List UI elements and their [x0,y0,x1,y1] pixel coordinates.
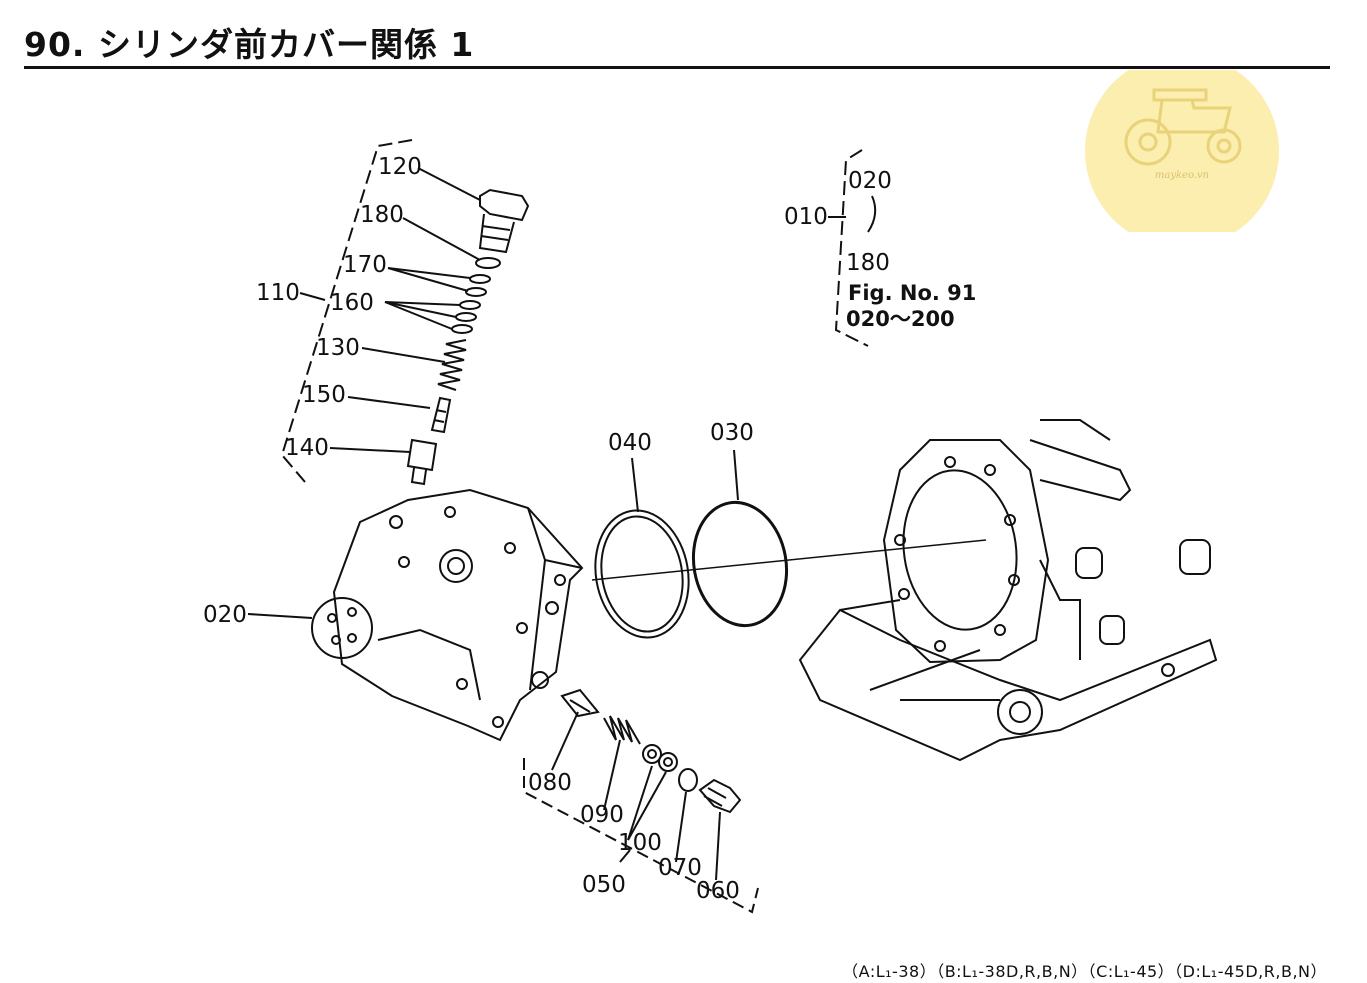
leader-090 [603,739,621,811]
fig-range: 020～200 [846,307,955,331]
leader-030 [733,449,739,501]
group-050-bracket [523,758,759,914]
label-140: 140 [285,435,329,461]
front-cover-020 [311,488,584,742]
leader-110 [299,292,326,301]
label-100: 100 [618,830,662,856]
center-line [591,539,987,581]
label-030: 030 [710,420,754,446]
oring-040 [594,509,690,639]
oring-030 [691,500,789,628]
leader-180 [402,217,481,261]
assembly-first: 020 [848,168,892,194]
leader-020 [247,613,313,619]
washer-100a [642,744,662,764]
model-applicability-footer: （A:L₁-38）（B:L₁-38D,R,B,N）（C:L₁-45）（D:L₁-… [842,962,1327,981]
label-170: 170 [343,252,387,278]
label-150: 150 [302,382,346,408]
leader-100 [627,765,653,841]
assembly-parent: 010 [784,204,828,230]
cylinder-housing [798,419,1218,762]
oring-180 [475,257,501,269]
spring-130 [437,339,467,391]
leader-040 [631,457,639,513]
check-valve-080 [560,688,600,718]
label-110: 110 [256,280,300,306]
leader-070 [675,791,687,863]
label-050: 050 [582,872,626,898]
label-130: 130 [316,335,360,361]
leader-080 [551,711,579,771]
assembly-bracket [834,149,869,347]
label-080: 080 [528,770,572,796]
ring-160b [455,312,477,322]
leader-150 [347,396,431,409]
label-090: 090 [580,802,624,828]
fig-ref: Fig. No. 91 [848,281,976,305]
ring-170b [465,287,487,297]
leader-170 [387,267,471,279]
plug-060 [698,778,742,814]
leader-140 [329,447,411,453]
tractor-icon [1124,88,1242,166]
label-180: 180 [360,202,404,228]
page-title: 90. シリンダ前カバー関係 1 [24,25,475,64]
label-160: 160 [330,290,374,316]
pin-150 [430,396,452,434]
label-020: 020 [203,602,247,628]
leader-060 [715,811,721,881]
seat-140 [406,438,438,486]
leader-130 [361,347,446,363]
assembly-last: 180 [846,250,890,276]
watermark-text: maykeo.vn [1155,170,1209,181]
ring-160a [459,300,481,310]
tractor-logo-watermark: maykeo.vn [1085,70,1279,232]
title-underline [24,66,1330,69]
oring-070 [678,768,698,792]
spring-090 [603,715,641,745]
leader-120 [417,167,481,201]
label-120: 120 [378,154,422,180]
label-060: 060 [696,878,740,904]
plug-120 [478,188,530,254]
label-070: 070 [658,855,702,881]
ring-160c [451,324,473,334]
leader-050 [619,849,631,863]
ring-170a [469,274,491,284]
washer-100b [658,752,678,772]
label-040: 040 [608,430,652,456]
leader-160 [384,301,461,306]
